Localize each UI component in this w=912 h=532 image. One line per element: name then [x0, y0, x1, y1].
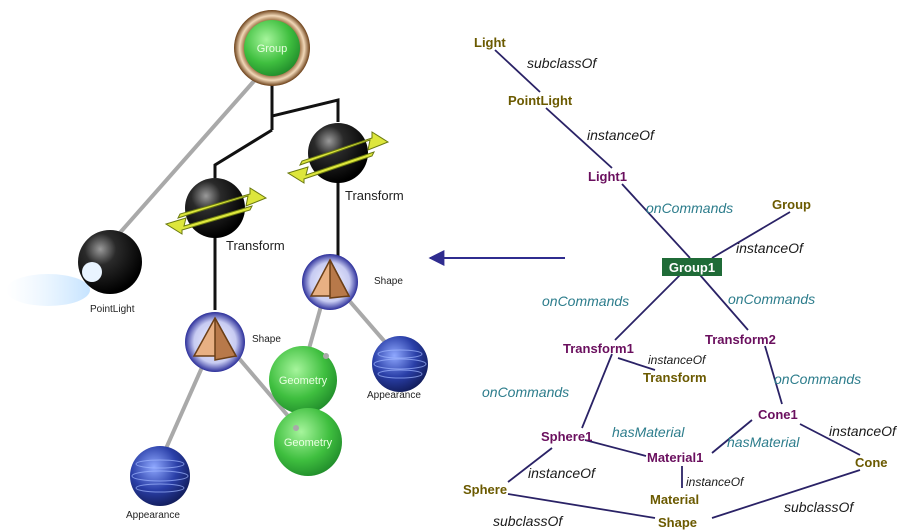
- appearance-right-node: Appearance: [367, 336, 428, 401]
- class-cone: Cone: [855, 455, 888, 470]
- globe-stripes-icon: [131, 459, 189, 493]
- rel-instanceof-cone: instanceOf: [829, 423, 898, 439]
- rel-instanceof-group1: instanceOf: [736, 240, 805, 256]
- group-node-label: Group: [257, 43, 288, 55]
- instance-sphere1: Sphere1: [541, 429, 592, 444]
- rel-instanceof-material: instanceOf: [686, 475, 745, 489]
- ontology-graph: Light PointLight Group Transform Cone Sp…: [463, 35, 898, 530]
- rel-subclassof-sphere: subclassOf: [493, 513, 564, 529]
- class-transform: Transform: [643, 370, 707, 385]
- rel-oncommands-transform2: onCommands: [728, 291, 815, 307]
- pyramid-icon: [192, 316, 238, 361]
- appearance-left-label: Appearance: [126, 510, 180, 521]
- rel-hasmaterial-sphere1: hasMaterial: [612, 424, 685, 440]
- rel-instanceof-transform: instanceOf: [648, 353, 707, 367]
- rel-instanceof-sphere: instanceOf: [528, 465, 597, 481]
- shape-right-node: Shape: [302, 254, 403, 310]
- transform-right-label: Transform: [345, 188, 404, 203]
- instance-group1: Group1: [669, 260, 715, 275]
- instance-material1: Material1: [647, 450, 703, 465]
- shape-left-label: Shape: [252, 334, 281, 345]
- transform-right-node: Transform: [286, 123, 404, 203]
- ontology-edges: [494, 49, 861, 519]
- class-shape: Shape: [658, 515, 697, 530]
- transform-arrows-icon: [286, 131, 390, 184]
- shape-right-label: Shape: [374, 276, 403, 287]
- geometry-left-node: Geometry: [274, 408, 342, 476]
- transform-left-node: Transform: [164, 178, 285, 253]
- appearance-right-label: Appearance: [367, 390, 421, 401]
- rel-oncommands-cone1: onCommands: [774, 371, 861, 387]
- class-light: Light: [474, 35, 506, 50]
- class-group: Group: [772, 197, 811, 212]
- rel-subclassof-cone: subclassOf: [784, 499, 855, 515]
- pyramid-icon: [309, 258, 351, 299]
- class-material: Material: [650, 492, 699, 507]
- geometry-right-node: Geometry: [269, 346, 337, 414]
- rel-oncommands-transform1: onCommands: [542, 293, 629, 309]
- rel-subclassof-light: subclassOf: [527, 55, 598, 71]
- group1-highlight: [662, 258, 722, 276]
- pointlight-node: PointLight: [6, 230, 142, 315]
- appearance-left-node: Appearance: [126, 446, 190, 521]
- group-to-pointlight-link: [108, 70, 264, 246]
- class-pointlight: PointLight: [508, 93, 573, 108]
- instance-transform1: Transform1: [563, 341, 634, 356]
- rel-oncommands-sphere1: onCommands: [482, 384, 569, 400]
- scene-graph: Group Transform Transform PointLigh: [6, 10, 428, 521]
- instance-transform2: Transform2: [705, 332, 776, 347]
- class-sphere: Sphere: [463, 482, 507, 497]
- geometry-left-label: Geometry: [284, 437, 333, 449]
- geometry-right-label: Geometry: [279, 375, 328, 387]
- instance-cone1: Cone1: [758, 407, 798, 422]
- group-node: Group: [234, 10, 310, 86]
- transform-left-label: Transform: [226, 238, 285, 253]
- instance-light1: Light1: [588, 169, 627, 184]
- transform-arrows-icon: [164, 187, 268, 235]
- rel-hasmaterial-cone1: hasMaterial: [727, 434, 800, 450]
- rel-oncommands-light1: onCommands: [646, 200, 733, 216]
- rel-instanceof-light1: instanceOf: [587, 127, 656, 143]
- light-glow-icon: [6, 274, 90, 306]
- globe-stripes-icon: [373, 349, 427, 379]
- pointlight-label: PointLight: [90, 304, 135, 315]
- shape-left-node: Shape: [185, 312, 281, 372]
